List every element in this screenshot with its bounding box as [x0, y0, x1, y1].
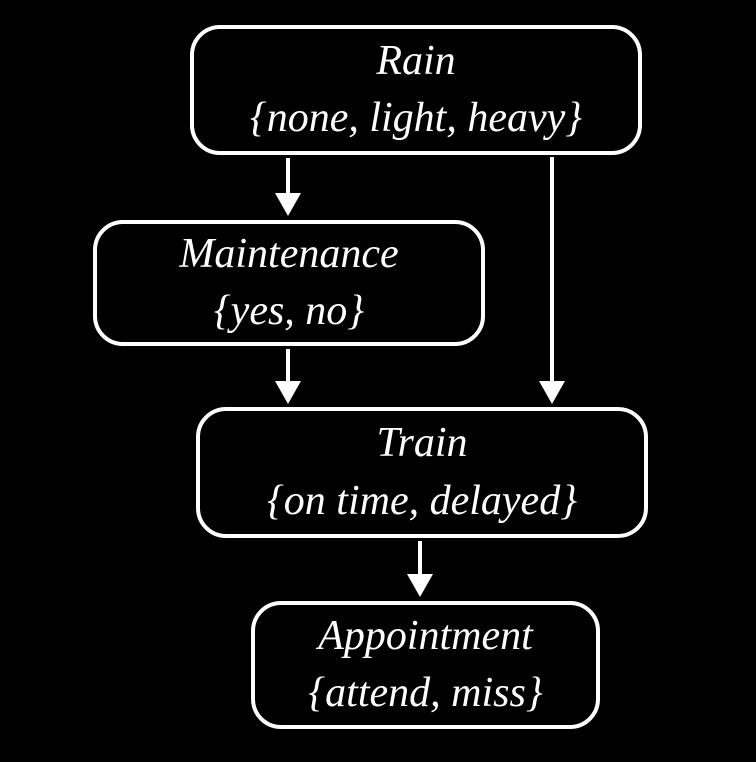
node-rain-label: Rain	[376, 37, 456, 84]
node-appointment-label: Appointment	[318, 612, 533, 659]
node-train-label: Train	[376, 420, 468, 467]
edge-rain-to-maintenance-arrow	[275, 158, 301, 216]
edge-maintenance-to-train-arrow	[275, 349, 301, 404]
node-rain: Rain {none, light, heavy}	[190, 25, 642, 155]
edge-rain-to-train-arrow	[539, 157, 565, 404]
node-maintenance: Maintenance {yes, no}	[93, 220, 485, 346]
node-maintenance-domain: {yes, no}	[213, 288, 365, 334]
node-appointment-domain: {attend, miss}	[308, 670, 543, 716]
edge-train-to-appointment-arrow	[407, 541, 433, 597]
node-train-domain: {on time, delayed}	[267, 477, 577, 524]
node-train: Train {on time, delayed}	[196, 407, 648, 538]
node-appointment: Appointment {attend, miss}	[251, 601, 600, 729]
node-maintenance-label: Maintenance	[179, 230, 399, 277]
node-rain-domain: {none, light, heavy}	[249, 95, 583, 141]
